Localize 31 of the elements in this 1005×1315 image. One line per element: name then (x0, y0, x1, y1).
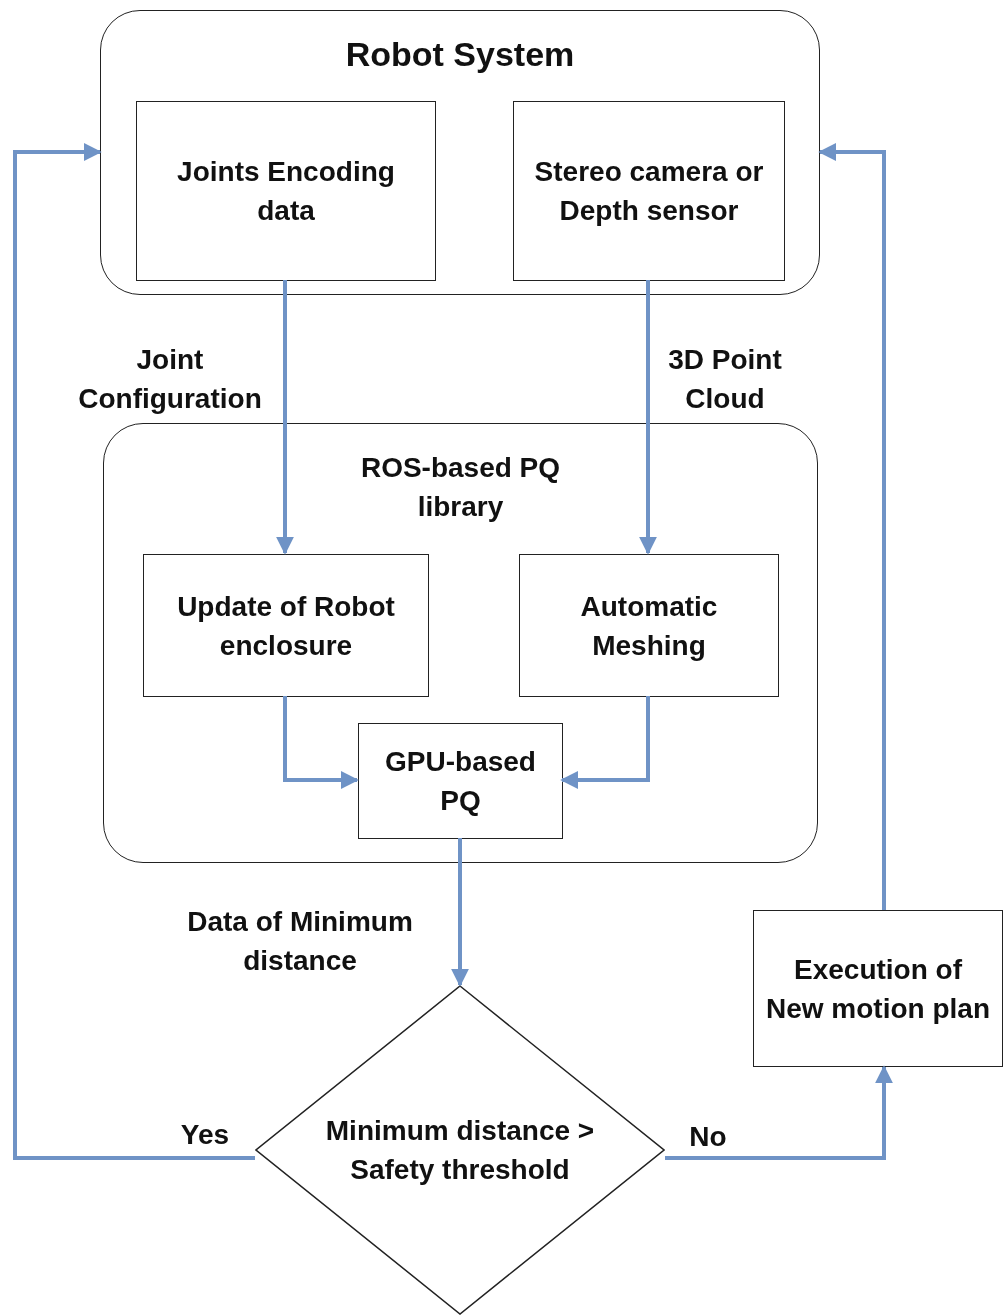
edge-label: No (688, 1120, 728, 1154)
edge-label: Data of Minimum distance (186, 905, 414, 978)
edge-label: Joint Configuration (77, 343, 263, 416)
arrow (665, 1065, 893, 1160)
arrow (451, 838, 469, 987)
rounded-panel (100, 10, 820, 295)
arrow (639, 280, 657, 555)
arrow (13, 143, 255, 1160)
node-label: Execution of New motion plan (765, 952, 991, 1026)
panel-title: ROS-based PQ library (360, 451, 561, 524)
process-box (519, 554, 779, 697)
node-label: Stereo camera or Depth sensor (533, 155, 765, 228)
node-label: Joints Encoding data (176, 155, 396, 228)
node-label: GPU-based PQ (384, 745, 537, 818)
process-box (753, 910, 1003, 1067)
rounded-panel (103, 423, 818, 863)
edge-label: 3D Point Cloud (667, 343, 783, 416)
process-box (143, 554, 429, 697)
arrow (560, 696, 650, 789)
process-box (358, 723, 563, 839)
node-label: Update of Robot enclosure (176, 589, 396, 663)
decision-diamond (255, 985, 665, 1315)
arrow (283, 696, 359, 789)
panel-title: Robot System (345, 35, 575, 74)
process-box (136, 101, 436, 281)
node-label: Minimum distance > Safety threshold (324, 1114, 596, 1187)
process-box (513, 101, 785, 281)
arrow (818, 143, 886, 910)
arrow (276, 280, 294, 555)
edge-label: Yes (179, 1118, 231, 1152)
node-label: Automatic Meshing (579, 589, 719, 663)
